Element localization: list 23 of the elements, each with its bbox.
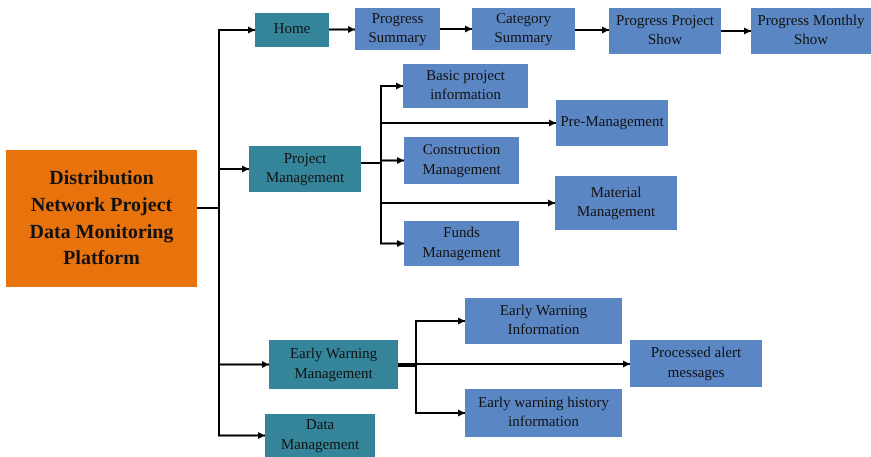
module-box: Early Warning Management <box>269 340 398 389</box>
function-box: Processed alert messages <box>630 340 762 387</box>
function-box: Pre-Management <box>556 100 668 146</box>
arrow <box>197 207 265 439</box>
function-box: Progress Project Show <box>609 8 721 54</box>
function-box: Material Management <box>555 176 677 230</box>
function-box: Basic project information <box>403 64 528 108</box>
arrow <box>440 26 472 32</box>
platform-box: Distribution Network Project Data Monitoring Platform <box>6 150 197 287</box>
function-box: Construction Management <box>404 137 519 184</box>
module-box: Home <box>255 13 329 47</box>
arrow <box>329 26 355 33</box>
function-box: Progress Summary <box>355 8 440 50</box>
module-box: Data Management <box>265 414 375 457</box>
function-box: Progress Monthly Show <box>751 8 871 54</box>
arrow <box>721 28 751 34</box>
arrow <box>575 26 609 34</box>
arrow <box>398 360 630 368</box>
function-box: Early Warning Information <box>465 298 622 344</box>
function-box: Category Summary <box>472 8 575 50</box>
function-box: Early warning history information <box>465 389 622 437</box>
function-box: Funds Management <box>404 221 519 266</box>
module-box: Project Management <box>249 146 361 192</box>
